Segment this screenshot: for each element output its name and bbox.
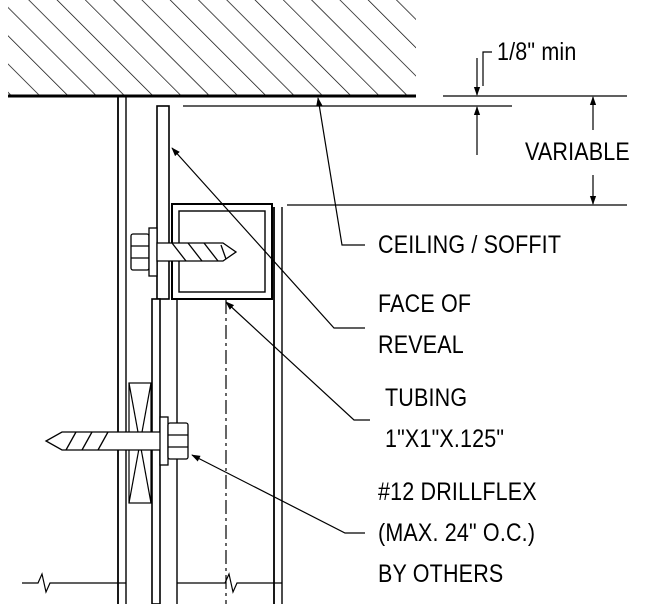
upper-screw-icon xyxy=(130,227,238,277)
variable-label: VARIABLE xyxy=(525,138,630,166)
face-of-reveal-label-line1: FACE OF xyxy=(378,290,472,318)
face-of-reveal-label-line2: REVEAL xyxy=(378,331,464,359)
wall-framing xyxy=(117,96,283,604)
face-of-reveal-plate xyxy=(151,105,170,604)
clearance-label: 1/8" min xyxy=(497,38,577,66)
ceiling-soffit-label: CEILING / SOFFIT xyxy=(378,231,562,259)
tubing-label-line1: TUBING xyxy=(385,384,468,412)
fastener-label-line3: BY OTHERS xyxy=(378,560,504,588)
callout-leaders xyxy=(171,97,370,534)
break-lines xyxy=(22,572,282,594)
lower-screw-icon xyxy=(44,416,189,466)
fastener-label-line1: #12 DRILLFLEX xyxy=(378,478,537,506)
tubing-label-line2: 1"X1"X.125" xyxy=(385,425,505,453)
ceiling-slab xyxy=(8,0,416,98)
fastener-label-line2: (MAX. 24" O.C.) xyxy=(378,519,536,547)
dimension-lines xyxy=(183,51,627,206)
